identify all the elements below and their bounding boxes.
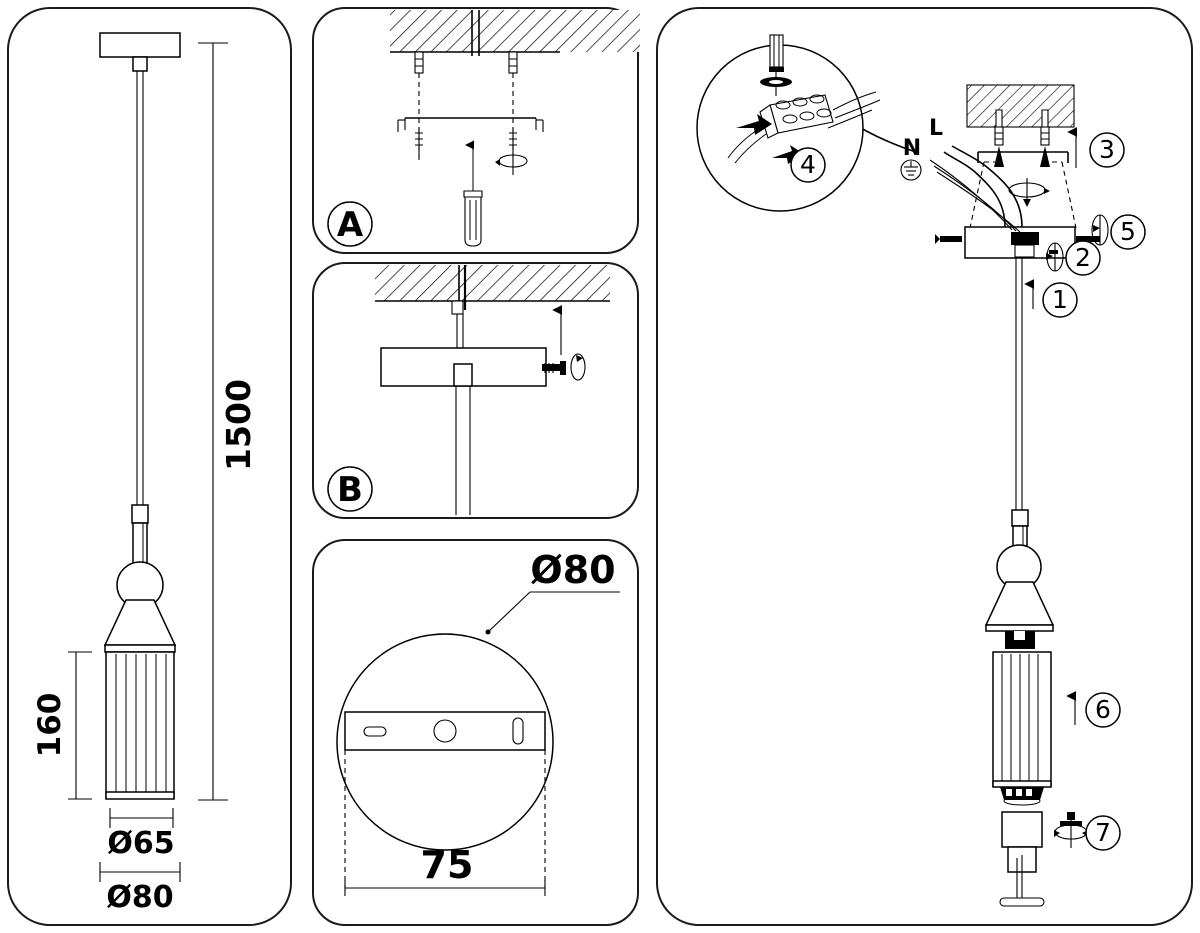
step-number-5-text: 5 <box>1120 217 1136 246</box>
stem-elevation <box>131 504 149 572</box>
step-6-group: 6 <box>1066 691 1121 728</box>
wire-leads-assembly <box>929 159 1021 233</box>
cone-diffuser-elevation <box>103 599 177 653</box>
step-1-group: 1 <box>1024 279 1078 318</box>
mounting-plate-plan-panel: Ø80 75 <box>312 539 639 926</box>
dimension-label-shade-diameter: Ø65 <box>107 826 174 861</box>
suspension-cable-assembly <box>1015 257 1023 510</box>
step-number-1-text: 1 <box>1052 285 1068 314</box>
step-label-b: B <box>327 466 373 512</box>
bubble-screwdriver-icon <box>760 34 792 96</box>
wire-label-l-text: L <box>929 116 943 141</box>
step-label-b-text: B <box>337 470 363 510</box>
wire-label-l: L <box>929 116 943 141</box>
cone-diffuser-assembly <box>984 581 1055 649</box>
step-number-4-text: 4 <box>800 150 816 179</box>
rotation-arrow-a <box>495 154 528 168</box>
step-number-7-text: 7 <box>1095 818 1111 847</box>
wall-anchor-left-a <box>414 51 424 74</box>
lamp-holder-ring <box>1000 787 1044 806</box>
step-number-3-text: 3 <box>1099 135 1115 164</box>
panel-border-step-a <box>312 7 639 254</box>
canopy-envelope-dashed <box>969 161 1077 229</box>
detail-bubble-terminal: 4 <box>696 34 917 212</box>
screw-left-a <box>415 128 423 160</box>
dimension-shade-diameter: Ø65 <box>107 808 175 861</box>
step-a-panel: A <box>312 7 640 254</box>
screw-rotate-icon-5 <box>1091 214 1109 246</box>
step-7-group: 7 <box>1054 812 1121 851</box>
canopy-side-screw-right <box>1076 236 1100 242</box>
earth-ground-icon <box>900 159 922 181</box>
bulb-socket-assembly <box>999 811 1045 907</box>
step-b-panel: B <box>312 262 639 519</box>
ribbed-shade-assembly <box>992 651 1052 788</box>
ribbed-shade-elevation <box>105 651 175 800</box>
wall-anchor-right-a <box>508 51 518 74</box>
ceiling-hatch-a <box>390 10 640 56</box>
dimension-elevation-panel: 1500 160 Ø65 Ø80 <box>7 7 292 926</box>
canopy-cover-b <box>380 347 547 387</box>
bent-conduit-assembly <box>943 145 1023 228</box>
dimension-label-canopy-diameter: Ø80 <box>106 880 173 915</box>
panel-border-elevation <box>7 7 292 926</box>
dimension-label-bracket-spacing: 75 <box>421 843 474 887</box>
step-2-group: 2 <box>1046 240 1101 276</box>
set-screw-b <box>542 361 566 375</box>
screw-rotate-icon-2 <box>1046 242 1064 272</box>
wire-label-n: N <box>903 136 921 161</box>
rotation-arrow-b <box>570 353 586 381</box>
step-label-a-text: A <box>337 205 364 245</box>
dimension-label-plate-diameter: Ø80 <box>530 548 615 592</box>
step-number-2-text: 2 <box>1075 243 1091 272</box>
canopy-body-assembly <box>964 226 1076 259</box>
wire-label-n-text: N <box>903 136 921 161</box>
downrod-b <box>455 314 471 515</box>
dimension-label-shade-height: 160 <box>32 693 68 758</box>
dimension-shade-height: 160 <box>32 651 92 800</box>
mounting-bracket-a <box>397 117 544 132</box>
bracket-strip-plan <box>344 711 546 751</box>
ceiling-hatch-assembly <box>966 84 1075 146</box>
step-number-6-text: 6 <box>1095 695 1111 724</box>
dimension-canopy-diameter: Ø80 <box>99 862 181 915</box>
dimension-bracket-spacing: 75 <box>344 750 546 896</box>
screw-rotate-icon-bracket <box>1008 178 1050 207</box>
step-3-group: 3 <box>1067 127 1125 168</box>
step-5-group: 5 <box>1091 214 1146 250</box>
bubble-push-arrow-left <box>736 114 772 135</box>
suspension-cable-elevation <box>136 71 144 505</box>
dimension-label-drop-length: 1500 <box>219 379 258 471</box>
step-label-a: A <box>327 201 373 247</box>
screwdriver-a <box>463 140 483 247</box>
ceiling-hatch-b <box>375 265 610 315</box>
step-number-4: 4 <box>790 147 826 183</box>
dimension-drop-length: 1500 <box>198 42 258 801</box>
canopy-side-screw-left <box>935 234 962 244</box>
assembly-panel: N L <box>656 7 1193 926</box>
leader-plate-diameter: Ø80 <box>485 548 620 635</box>
bubble-terminal-block <box>759 94 834 139</box>
panel-border-step-b <box>312 262 639 519</box>
ceiling-canopy-elevation <box>99 32 181 72</box>
bubble-push-arrow-bottom <box>772 145 804 164</box>
